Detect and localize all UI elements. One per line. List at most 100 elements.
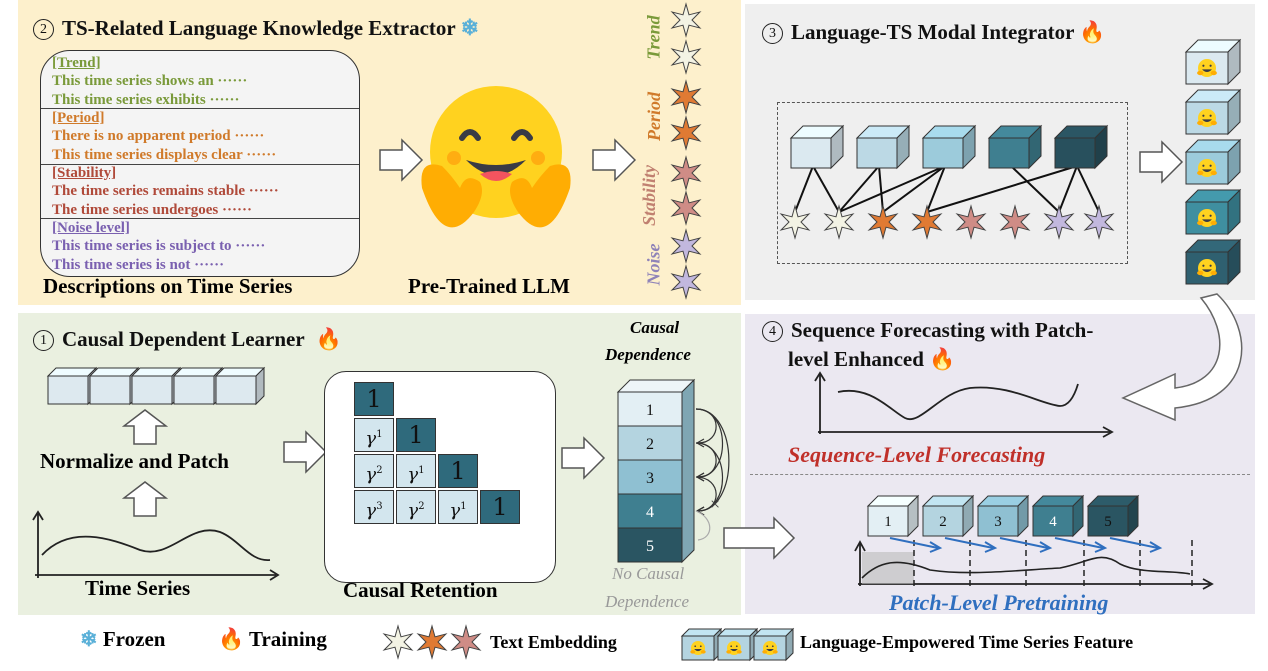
embedding-star [670,39,702,75]
embedding-star [670,264,702,300]
arrow-to-features [1139,140,1184,184]
patch-number: 4 [1049,514,1057,530]
retention-diagonal-cell: 1 [396,418,436,452]
embedding-star [670,2,702,38]
cell-value: 1 [408,421,424,449]
feature-cube [1184,138,1242,186]
snowflake-icon: ❄ [80,627,98,651]
no-causal-label-2: Dependence [605,592,690,611]
step-number: 3 [762,23,783,44]
stack-number: 2 [646,436,654,453]
embedding-star [1043,204,1075,240]
hugging-face-icon [762,641,778,655]
description-line: The time series undergoes ······ [52,201,252,218]
time-series-plot [32,510,280,581]
hugging-face-icon [726,641,742,655]
legend-star [450,624,482,660]
snowflake-icon: ❄ [460,15,480,40]
retention-decay-cell: γ3 [354,490,394,524]
up-arrow-series [122,481,168,517]
legend-text-embedding: Text Embedding [490,632,617,652]
embedding-star [670,115,702,151]
patch-level-label: Patch-Level Pretraining [889,590,1109,615]
arrow-to-stack [561,436,606,480]
flame-icon: 🔥 [315,327,342,351]
embedding-star [670,190,702,226]
hugging-face-icon [1197,59,1217,77]
legend-text-embedding-stars [382,624,482,660]
no-causal-label-1: No Causal [612,564,685,583]
integrator-dashed-box [777,102,1128,264]
description-line: This time series is not ······ [52,256,225,273]
legend-frozen: ❄ Frozen [80,627,166,651]
arrow-to-embeddings [592,138,637,182]
hugging-face-icon [1197,209,1217,227]
patch-pretraining-plot: 1 2 3 4 5 [854,494,1214,590]
forecaster-panel [745,314,1255,614]
legend-feature-cubes [680,627,795,662]
patch-cube [88,366,140,406]
causal-dependence-label-2: Dependence [605,345,691,364]
description-group-header: [Period] [52,110,105,126]
retention-decay-cell: γ1 [354,418,394,452]
side-label-trend: Trend [643,15,664,60]
step-number: 1 [33,330,54,351]
forecaster-title-2: level Enhanced 🔥 [788,347,956,371]
step-number: 2 [33,19,54,40]
cell-value: γ [365,428,377,449]
cell-value: γ [365,464,377,485]
language-empowered-feature-column [1184,38,1242,286]
cell-value: γ [407,500,419,521]
integrator-graph [779,124,1115,240]
embedding-star [955,204,987,240]
cell-value: γ [365,500,377,521]
patch-cube [46,366,98,406]
legend-training: 🔥 Training [218,627,327,651]
hugging-face-llm-icon [421,86,571,228]
retention-diagonal-cell: 1 [480,490,520,524]
causal-dependence-label-1: Causal [630,318,680,337]
cell-power: 2 [376,465,383,476]
description-line: The time series remains stable ······ [52,183,279,199]
embedding-star [823,204,855,240]
stack-layer [617,493,683,529]
step-number: 4 [762,321,783,342]
description-line: This time series is subject to ······ [52,238,266,254]
patch-cube [130,366,182,406]
embedding-star [670,79,702,115]
descriptions-box [40,50,360,277]
embedding-star [911,204,943,240]
sequence-forecast-plot [814,371,1114,438]
patch-cube [172,366,224,406]
cell-power: 1 [460,501,467,512]
pretrain-patch-cube: 2 [921,494,975,538]
arrow-to-llm [379,138,424,182]
hugging-face-icon [1197,109,1217,127]
patch-cube [214,366,266,406]
flame-icon: 🔥 [1079,20,1106,44]
patch-number: 5 [1104,514,1112,530]
text-embedding-stars [670,2,702,300]
flame-icon: 🔥 [929,347,956,371]
stack-layer [617,459,683,495]
cell-power: 2 [418,501,425,512]
cell-value: γ [449,500,461,521]
legend-star [382,624,414,660]
context-window [862,552,914,584]
retention-decay-cell: γ1 [396,454,436,488]
patch-number: 1 [884,514,892,530]
ts-token-cube [1053,124,1109,170]
llm-caption: Pre-Trained LLM [408,274,570,298]
arrow-to-pretraining [723,516,796,560]
cell-value: γ [407,464,419,485]
embedding-star [670,228,702,264]
description-group-header: [Trend] [52,55,101,71]
hugging-face-icon [1197,259,1217,277]
hugging-face-icon [690,641,706,655]
sequence-level-label: Sequence-Level Forecasting [788,442,1046,467]
ts-token-cube [789,124,845,170]
embedding-star [779,204,811,240]
side-label-stability: Stability [639,164,660,227]
patch-number: 3 [994,514,1002,530]
